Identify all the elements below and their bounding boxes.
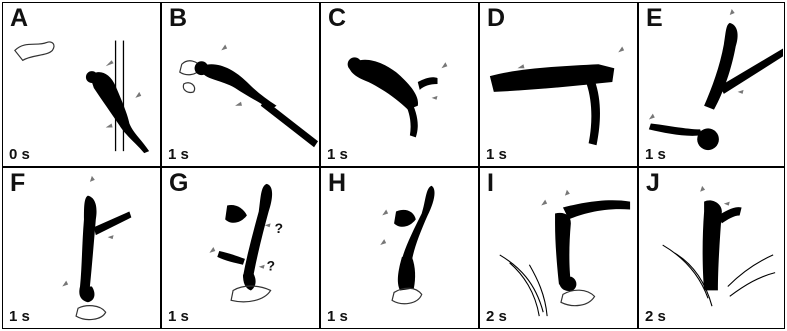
cat-silhouette	[321, 3, 478, 166]
panel-time: 1 s	[168, 147, 189, 162]
cat-silhouette: ? ?	[162, 168, 319, 328]
panel-time: 1 s	[645, 147, 666, 162]
question-mark-upper: ?	[275, 220, 283, 236]
question-mark-lower: ?	[267, 258, 275, 274]
cat-silhouette	[480, 3, 637, 166]
panel-time: 2 s	[645, 309, 666, 324]
panel-j: J 2 s	[638, 167, 785, 329]
panel-time: 2 s	[486, 309, 507, 324]
panel-g: G ? ? 1 s	[161, 167, 320, 329]
cat-silhouette	[480, 168, 637, 328]
cat-silhouette	[639, 3, 784, 166]
panel-h: H 1 s	[320, 167, 479, 329]
cat-silhouette	[162, 3, 319, 166]
cat-silhouette	[3, 3, 160, 166]
panel-time: 1 s	[168, 309, 189, 324]
cat-silhouette	[639, 168, 784, 328]
panel-b: B 1 s	[161, 2, 320, 167]
panel-a: A 0 s	[2, 2, 161, 167]
panel-time: 1 s	[9, 309, 30, 324]
panel-d: D 1 s	[479, 2, 638, 167]
panel-time: 1 s	[327, 309, 348, 324]
cat-silhouette	[3, 168, 160, 328]
panel-time: 0 s	[9, 147, 30, 162]
panel-e: E 1 s	[638, 2, 785, 167]
panel-time: 1 s	[327, 147, 348, 162]
panel-c: C 1 s	[320, 2, 479, 167]
panel-f: F 1 s	[2, 167, 161, 329]
panel-i: I 2 s	[479, 167, 638, 329]
cat-silhouette	[321, 168, 478, 328]
panel-time: 1 s	[486, 147, 507, 162]
